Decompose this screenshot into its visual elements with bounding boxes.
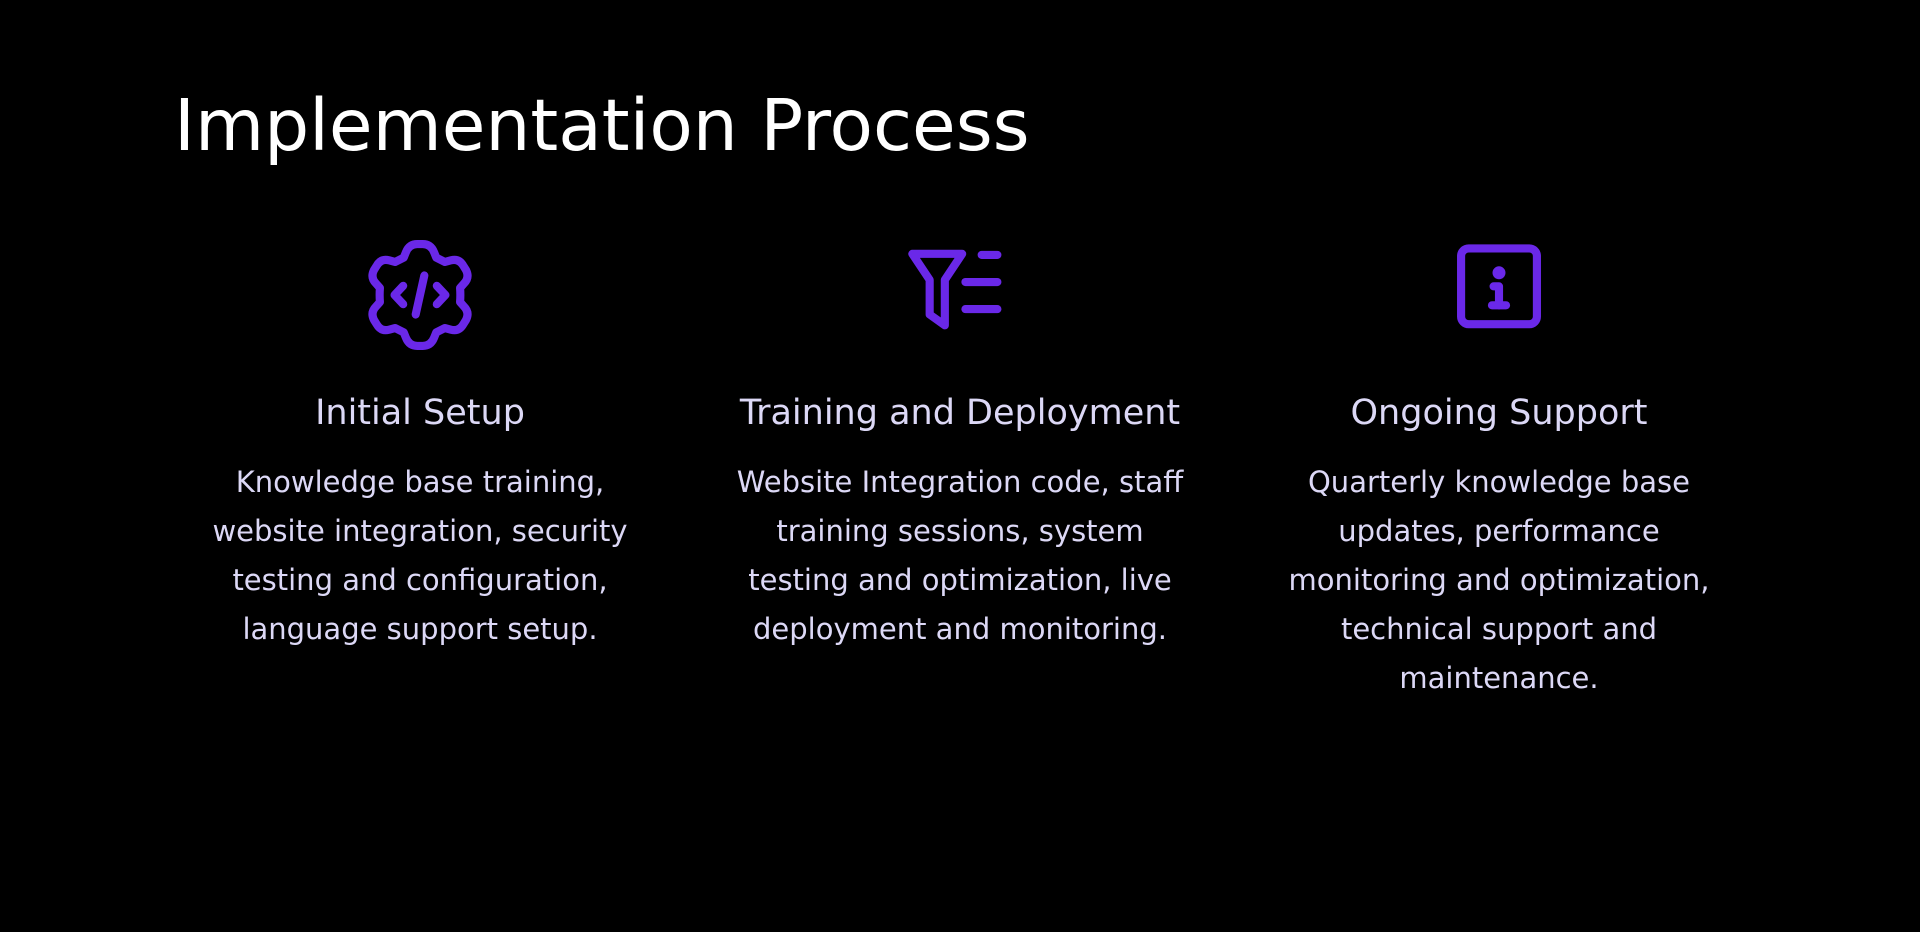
- step-ongoing-support: Ongoing Support Quarterly knowledge base…: [1264, 230, 1734, 703]
- step-description: Knowledge base training, website integra…: [212, 465, 628, 646]
- info-square-icon: [1434, 230, 1564, 360]
- code-gear-icon: [355, 230, 485, 360]
- step-heading: Ongoing Support: [1350, 393, 1648, 433]
- step-heading: Initial Setup: [315, 393, 525, 433]
- page-title: Implementation Process: [174, 84, 1030, 167]
- step-initial-setup: Initial Setup Knowledge base training, w…: [185, 230, 655, 654]
- step-description: Website Integration code, staff training…: [736, 465, 1184, 646]
- step-heading: Training and Deployment: [739, 393, 1181, 433]
- step-description: Quarterly knowledge base updates, perfor…: [1288, 465, 1710, 695]
- step-training-deployment: Training and Deployment Website Integrat…: [725, 230, 1195, 654]
- filter-list-icon: [895, 230, 1025, 360]
